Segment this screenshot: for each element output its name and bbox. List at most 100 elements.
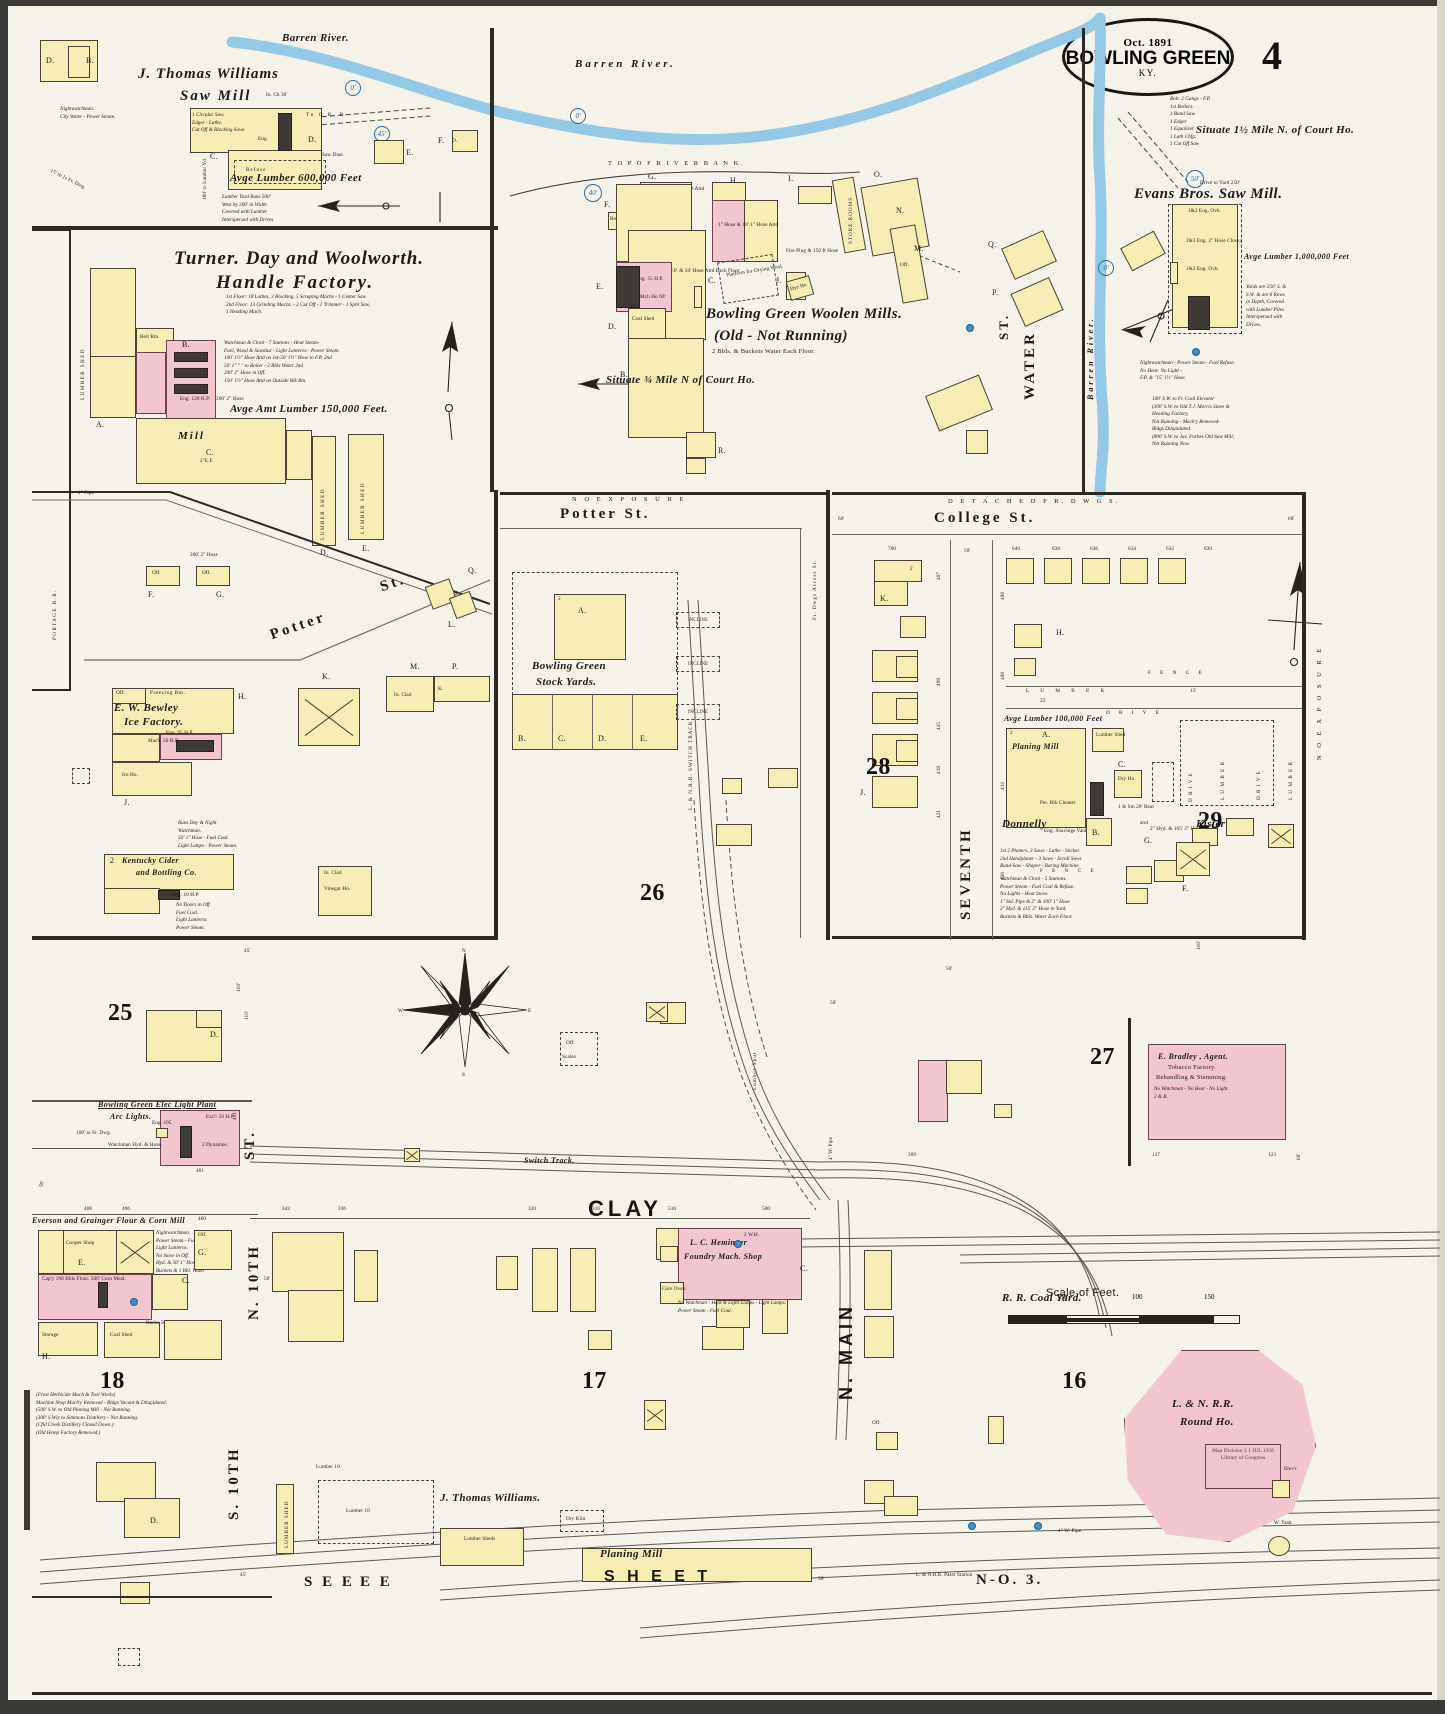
- block17-bldg-2: [288, 1290, 344, 1342]
- handle-iron-2: [174, 368, 208, 378]
- mid-scales-label: Scales: [562, 1054, 576, 1060]
- river-depth-mark-3: 0': [1098, 260, 1114, 276]
- williams-sawmill-title2: Saw Mill: [180, 88, 252, 104]
- williams-sawmill-title1: J. Thomas Williams: [138, 66, 279, 82]
- pen-div-3: [632, 694, 633, 750]
- roundhouse-label2: Round Ho.: [1180, 1416, 1234, 1428]
- handle-lumber-shed-e: [348, 434, 384, 540]
- woolen-engine-label: Eng. 55 H.P.: [636, 276, 664, 282]
- handle-office-g: [196, 566, 230, 586]
- handle-factory-floors: 1st Floor: 18 Lathes, 3 Blocking, 5 Scra…: [226, 294, 371, 316]
- planing-drive-v1: D R I V E: [1188, 772, 1194, 802]
- flour-letter-g: G.: [198, 1248, 207, 1257]
- block-number-25: 25: [108, 1000, 133, 1026]
- potter-letter-m: Q.: [468, 566, 477, 575]
- bradley-title2: Tobacco Factory.: [1168, 1064, 1216, 1071]
- block-border-sw-bottom: [32, 936, 498, 940]
- clay-st-line: [250, 1218, 810, 1219]
- flour-num-400: 400: [198, 1216, 207, 1222]
- water-pipe-h: 4" W. Pipe: [1058, 1528, 1082, 1534]
- elevator-label: Elev'r: [1284, 1466, 1297, 1472]
- evans-situate: Situate 1½ Mile N. of Court Ho.: [1196, 124, 1355, 136]
- block29-xshed: [1176, 842, 1210, 876]
- flour-off: Off.: [198, 1232, 207, 1238]
- bottom-lumber-sheds: [440, 1528, 524, 1566]
- switch-x-marker: [404, 1148, 420, 1162]
- elec-plant-dynamos: 2 Dynamos.: [202, 1142, 229, 1148]
- heminger-core-oven: [660, 1282, 684, 1304]
- scale-seg-1: [1009, 1316, 1067, 1323]
- num-421: 421: [936, 809, 942, 818]
- flour-xshed: [116, 1230, 154, 1274]
- college-street-label: College St.: [934, 510, 1036, 526]
- building-nw-b2: [68, 46, 90, 78]
- woolen-letter-i: I.: [788, 174, 794, 183]
- num-405: 401: [232, 1111, 238, 1120]
- flour-capacity: Cap'y 100 Bbls Flour. 500' Corn Meal.: [42, 1276, 126, 1282]
- handle-mill-main: [136, 418, 286, 484]
- woolen-forty-mark: 40': [584, 184, 602, 202]
- sheet-state: KY.: [1138, 67, 1158, 78]
- rose-e: E: [528, 1008, 532, 1014]
- college-num-2: 2: [910, 566, 913, 572]
- building-letter-b: B.: [86, 56, 95, 65]
- hydrant-1: [966, 324, 974, 332]
- woolen-bldg-small: [966, 430, 988, 454]
- hydrant-bottom-1: [968, 1522, 976, 1530]
- dim-60-right: 60': [1288, 516, 1295, 522]
- seventh-bldg-4: [872, 776, 918, 808]
- elec-plant-num: 401: [196, 1168, 205, 1174]
- num-415: 415: [936, 721, 942, 730]
- scale-tick-50: 50: [1060, 1293, 1067, 1301]
- planing-hose-note: 2" Hyd. & 105' 2" Hose: [1150, 826, 1202, 832]
- lumber-fence-line: [1006, 686, 1302, 687]
- handle-letter-f: F.: [148, 590, 155, 599]
- scale-bar-track: [1008, 1315, 1240, 1324]
- clay-street-label: CLAY: [588, 1196, 662, 1221]
- planing-per-blk: Per. Blk Cleaner: [1040, 800, 1076, 806]
- bottom-lumber-sheds-label: Lumber Sheds: [464, 1536, 496, 1542]
- bewley-off-label: Off.: [116, 690, 125, 696]
- dim-50-bottom2: 50': [818, 1576, 825, 1582]
- heminger-core-label: Core Oven: [662, 1286, 686, 1292]
- bottom-sheet-label: S H E E T: [604, 1568, 712, 1585]
- lumber-drive-line: [1006, 708, 1302, 709]
- blacksmith-label: In. Clad: [394, 692, 412, 698]
- block26-bldg-3: [722, 778, 742, 794]
- stock-yards-letter-a: A.: [578, 606, 587, 615]
- elevator-bldg: [1272, 1480, 1290, 1498]
- seventh-bldg-2b: [896, 698, 918, 720]
- bottom-bldg-sw2: [124, 1498, 180, 1538]
- woolen-iron-boiler: [616, 266, 640, 308]
- planing-16-ctr: 1 & Sm 20' Rear: [1118, 804, 1155, 810]
- bottom-lumber-10b: Lumber 10: [346, 1508, 370, 1514]
- planing-drive-dash: [1152, 762, 1174, 802]
- evans-eng-ovh: 1&2 Eng. Ovh.: [1186, 266, 1219, 272]
- handle-letter-b: B.: [182, 340, 191, 349]
- college-st-south: [832, 534, 1302, 535]
- bottom-see-label: S E E: [304, 1574, 355, 1590]
- handle-brick-wing: [136, 352, 166, 414]
- block17-xshed: [644, 1400, 666, 1430]
- elec-plant-title: Bowling Green Elec Light Plant: [98, 1100, 217, 1109]
- fr-dwgs-across-st: Fr. Dwgs Across St.: [812, 559, 818, 620]
- bewley-office: [112, 688, 146, 704]
- heminger-two-wh: 2 W.H.: [744, 1232, 760, 1238]
- bradley-title3: Rehandling & Stemming.: [1156, 1074, 1228, 1081]
- planing-machines: 1st 2 Planers, 3 Saws - Lathe - Sticker.…: [1000, 848, 1082, 870]
- handle-belt-room-label: Belt Rm.: [140, 334, 160, 340]
- potter-st-south-line: [500, 528, 802, 529]
- block27-sm: [994, 1104, 1012, 1118]
- num-634: 634: [1128, 546, 1137, 552]
- block-border-mid-left2: [490, 230, 494, 492]
- rose-s: S: [462, 1072, 465, 1078]
- block-border-26-right: [826, 490, 830, 940]
- compass-rose: [402, 952, 528, 1068]
- block27-left-border: [1128, 1018, 1131, 1166]
- elec-plant-bldg: [160, 1110, 240, 1166]
- bewley-letter-k: K.: [322, 672, 331, 681]
- woolen-letter-c: C.: [708, 276, 717, 285]
- vinegar-in-clad: In. Clad: [324, 870, 342, 876]
- stock-letter-b: B.: [518, 734, 527, 743]
- bottom-dry-kiln-label: Dry Kiln: [566, 1516, 586, 1522]
